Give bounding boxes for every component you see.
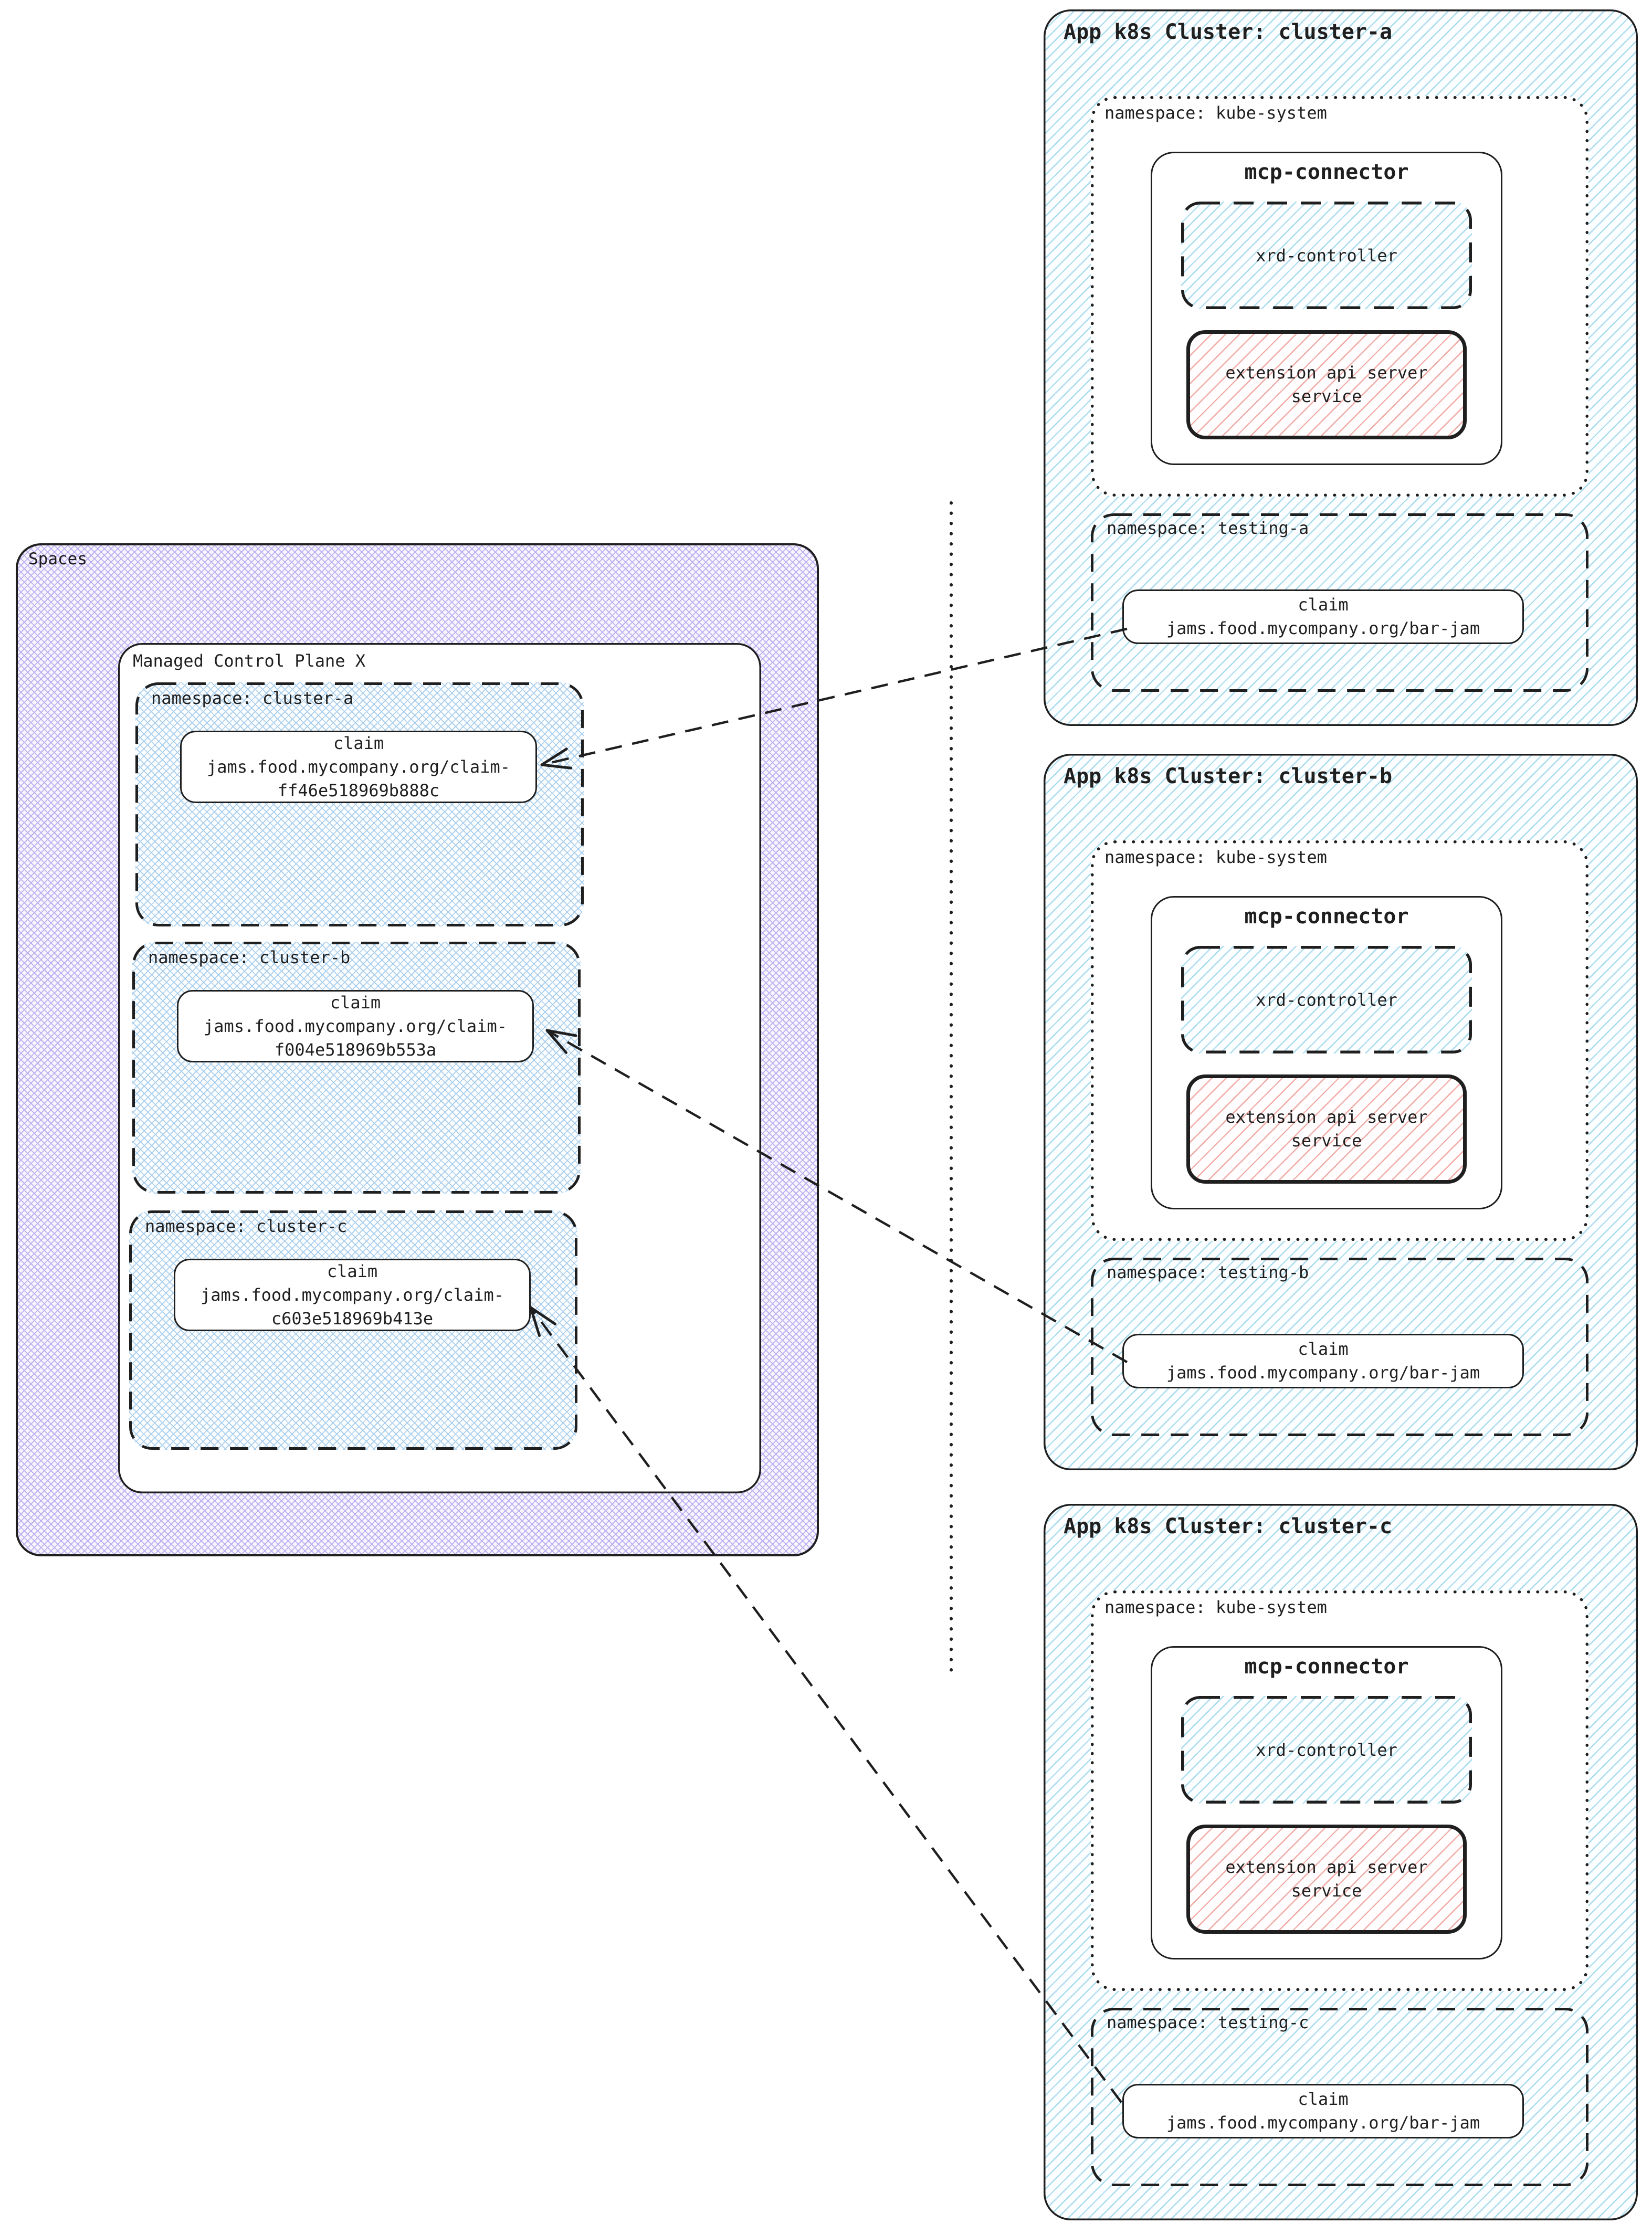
- cluster-c-testing-namespace-box: namespace: testing-c claim jams.food.myc…: [1091, 2008, 1588, 2186]
- cluster-a-mcp-connector-box: mcp-connector xrd-controller extension a…: [1151, 152, 1502, 465]
- cluster-b-bar-jam-claim-box: claim jams.food.mycompany.org/bar-jam: [1122, 1334, 1524, 1388]
- cluster-c-bar-jam-claim-text: claim jams.food.mycompany.org/bar-jam: [1166, 2089, 1480, 2133]
- app-cluster-a-title: App k8s Cluster: cluster-a: [1064, 20, 1393, 44]
- claim-cluster-a-text: claim jams.food.mycompany.org/claim- ff4…: [207, 733, 510, 800]
- cluster-c-mcp-connector-box: mcp-connector xrd-controller extension a…: [1151, 1646, 1502, 1959]
- cluster-a-xrd-controller-box: xrd-controller: [1181, 202, 1472, 309]
- cluster-c-xrd-controller-box: xrd-controller: [1181, 1696, 1472, 1804]
- app-cluster-c-box: App k8s Cluster: cluster-c namespace: ku…: [1044, 1504, 1638, 2220]
- app-cluster-b-title: App k8s Cluster: cluster-b: [1064, 764, 1393, 788]
- claim-cluster-b-box: claim jams.food.mycompany.org/claim- f00…: [177, 990, 534, 1062]
- cluster-a-kube-system-label: namespace: kube-system: [1104, 103, 1327, 123]
- cluster-a-kube-system-box: namespace: kube-system mcp-connector xrd…: [1091, 96, 1588, 497]
- cluster-b-bar-jam-claim-text: claim jams.food.mycompany.org/bar-jam: [1166, 1339, 1480, 1383]
- managed-control-plane-label: Managed Control Plane X: [133, 651, 366, 671]
- namespace-cluster-c-box: namespace: cluster-c claim jams.food.myc…: [129, 1210, 577, 1450]
- cluster-a-testing-namespace-box: namespace: testing-a claim jams.food.myc…: [1091, 513, 1588, 692]
- namespace-cluster-b-label: namespace: cluster-b: [148, 947, 351, 967]
- cluster-a-bar-jam-claim-text: claim jams.food.mycompany.org/bar-jam: [1166, 595, 1480, 638]
- cluster-c-mcp-connector-label: mcp-connector: [1244, 1655, 1409, 1679]
- cluster-b-kube-system-label: namespace: kube-system: [1104, 847, 1327, 867]
- cluster-b-testing-namespace-box: namespace: testing-b claim jams.food.myc…: [1091, 1258, 1588, 1436]
- app-cluster-b-box: App k8s Cluster: cluster-b namespace: ku…: [1044, 754, 1638, 1470]
- claim-cluster-a-box: claim jams.food.mycompany.org/claim- ff4…: [180, 731, 537, 803]
- cluster-c-kube-system-label: namespace: kube-system: [1104, 1597, 1327, 1617]
- cluster-b-mcp-connector-box: mcp-connector xrd-controller extension a…: [1151, 896, 1502, 1209]
- namespace-cluster-b-box: namespace: cluster-b claim jams.food.myc…: [132, 942, 581, 1194]
- managed-control-plane-box: Managed Control Plane X namespace: clust…: [118, 643, 761, 1493]
- claim-cluster-c-box: claim jams.food.mycompany.org/claim- c60…: [174, 1259, 531, 1331]
- cluster-a-mcp-connector-label: mcp-connector: [1244, 160, 1409, 184]
- cluster-c-extension-api-server-box: extension api server service: [1186, 1825, 1467, 1934]
- namespace-cluster-a-box: namespace: cluster-a claim jams.food.myc…: [135, 682, 584, 926]
- cluster-b-extension-api-server-box: extension api server service: [1186, 1074, 1467, 1184]
- claim-cluster-c-text: claim jams.food.mycompany.org/claim- c60…: [201, 1261, 504, 1329]
- cluster-a-extension-api-server-box: extension api server service: [1186, 330, 1467, 439]
- namespace-cluster-c-label: namespace: cluster-c: [145, 1216, 348, 1236]
- cluster-c-bar-jam-claim-box: claim jams.food.mycompany.org/bar-jam: [1122, 2084, 1524, 2138]
- cluster-c-testing-namespace-label: namespace: testing-c: [1107, 2012, 1309, 2032]
- cluster-a-testing-namespace-label: namespace: testing-a: [1107, 518, 1309, 538]
- cluster-b-mcp-connector-label: mcp-connector: [1244, 904, 1409, 929]
- namespace-cluster-a-label: namespace: cluster-a: [151, 688, 354, 708]
- app-cluster-c-title: App k8s Cluster: cluster-c: [1064, 1514, 1393, 1538]
- claim-cluster-b-text: claim jams.food.mycompany.org/claim- f00…: [204, 992, 507, 1060]
- cluster-b-testing-namespace-label: namespace: testing-b: [1107, 1262, 1309, 1282]
- spaces-box: Spaces Managed Control Plane X namespace…: [16, 543, 819, 1556]
- app-cluster-a-box: App k8s Cluster: cluster-a namespace: ku…: [1044, 9, 1638, 726]
- spaces-label: Spaces: [28, 550, 87, 568]
- cluster-b-xrd-controller-box: xrd-controller: [1181, 946, 1472, 1053]
- cluster-a-bar-jam-claim-box: claim jams.food.mycompany.org/bar-jam: [1122, 589, 1524, 644]
- cluster-c-kube-system-box: namespace: kube-system mcp-connector xrd…: [1091, 1590, 1588, 1991]
- cluster-b-kube-system-box: namespace: kube-system mcp-connector xrd…: [1091, 840, 1588, 1241]
